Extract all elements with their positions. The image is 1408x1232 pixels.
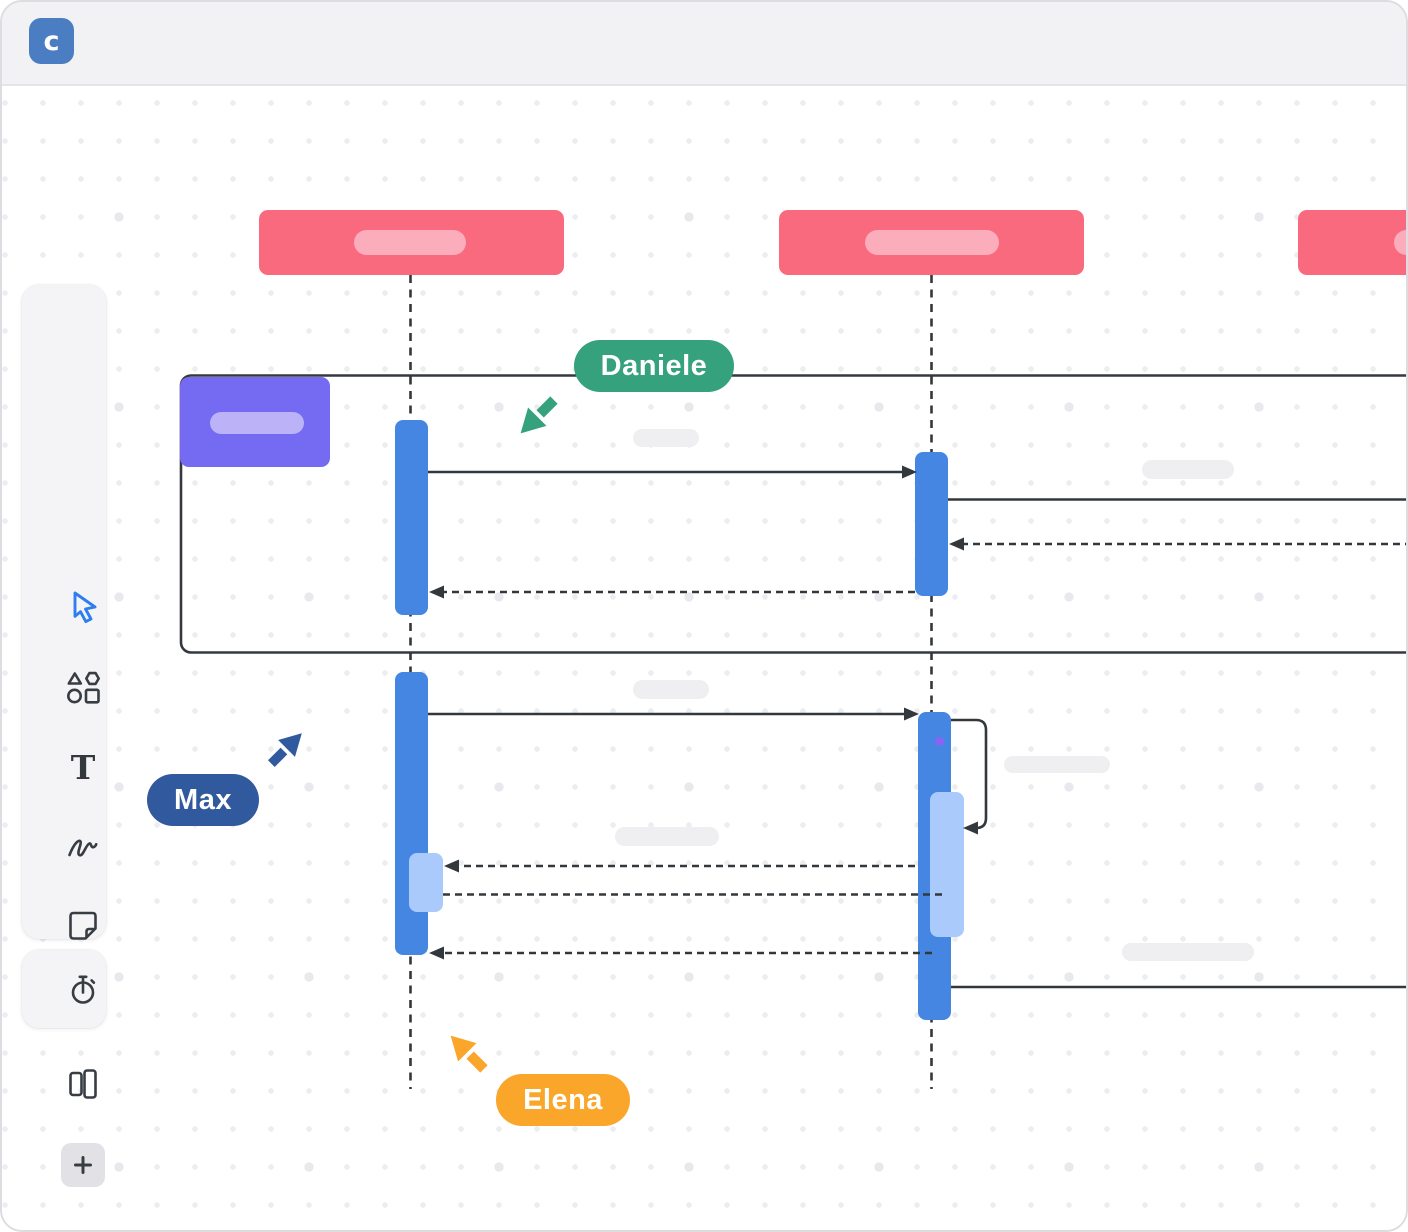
activation-bar-1a[interactable] (395, 420, 428, 615)
kanban-icon (69, 1069, 97, 1099)
activation-bar-2a[interactable] (915, 452, 948, 596)
draw-tool-button[interactable] (65, 828, 101, 864)
text-icon: T (70, 747, 96, 787)
timer-button[interactable] (65, 971, 101, 1007)
toolbar: T (22, 285, 106, 1187)
collaborator-name: Max (174, 783, 232, 816)
collaborator-cursor-elena (450, 1035, 488, 1073)
top-bar: c (2, 2, 1406, 86)
timer-panel (22, 950, 106, 1028)
collaborator-name: Elena (523, 1083, 603, 1116)
collaborator-cursor-max (268, 733, 302, 767)
diagram-canvas[interactable] (2, 86, 1406, 1230)
app-logo-letter: c (43, 25, 60, 57)
fragment-label-placeholder (210, 412, 304, 434)
actor-3-text-placeholder (1394, 230, 1406, 255)
message-label-placeholder-2 (1142, 460, 1234, 479)
message-label-placeholder-1 (633, 429, 699, 447)
message-label-placeholder-3 (633, 680, 709, 699)
select-tool-button[interactable] (65, 589, 101, 625)
collaborator-name: Daniele (600, 349, 708, 382)
pen-icon (68, 839, 98, 857)
activation-bar-1b[interactable] (395, 672, 428, 955)
shapes-icon (67, 671, 101, 704)
collaborator-cursor-daniele (520, 396, 558, 434)
fragment-label-box[interactable] (180, 377, 330, 467)
collaborator-tag-max: Max (147, 774, 259, 826)
actor-1-text-placeholder (354, 230, 466, 255)
nested-activation-2[interactable] (930, 792, 964, 937)
message-label-placeholder-6 (1122, 943, 1254, 961)
actor-box-2[interactable] (779, 210, 1084, 275)
cursor-icon (73, 591, 97, 624)
plus-icon (74, 1156, 92, 1174)
nested-activation-1[interactable] (409, 853, 443, 912)
stopwatch-icon (71, 975, 96, 1004)
message-label-placeholder-5 (615, 827, 719, 846)
collaborator-tag-elena: Elena (496, 1074, 630, 1126)
text-tool-button[interactable]: T (65, 749, 101, 785)
app-logo[interactable]: c (29, 18, 74, 64)
actor-box-3[interactable] (1298, 210, 1406, 275)
message-label-placeholder-4 (1004, 756, 1110, 773)
add-more-tools-button[interactable] (65, 1147, 101, 1183)
actor-box-1[interactable] (259, 210, 564, 275)
actor-2-text-placeholder (865, 230, 999, 255)
kanban-tool-button[interactable] (65, 1066, 101, 1102)
shapes-tool-button[interactable] (65, 669, 101, 705)
remote-selection-dot (935, 737, 944, 746)
collaborator-tag-daniele: Daniele (574, 340, 734, 392)
sticky-note-tool-button[interactable] (65, 908, 101, 944)
sticky-note-icon (69, 911, 97, 940)
